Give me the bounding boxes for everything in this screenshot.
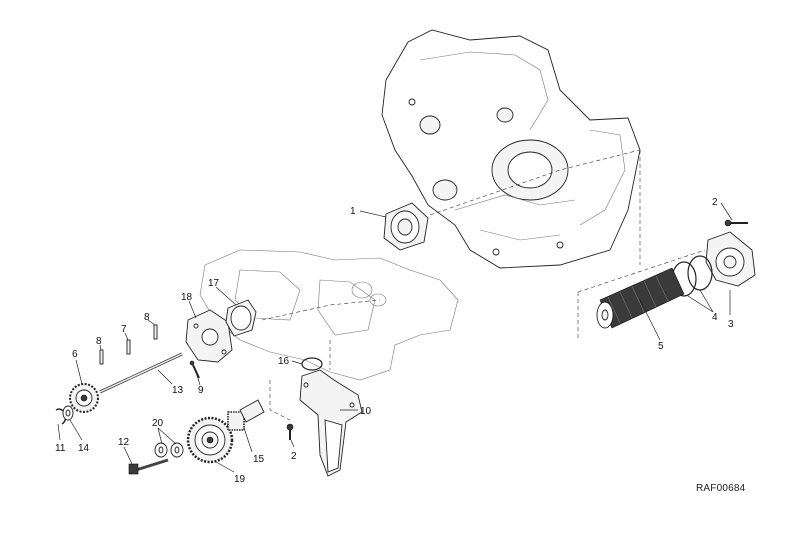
callout-11: 11 (55, 443, 66, 454)
callout-labels: 1 2 2 3 4 5 6 7 8 8 9 10 11 12 13 14 15 … (55, 197, 734, 485)
callout-12: 12 (118, 437, 130, 448)
washer-14 (62, 405, 74, 421)
gear-19 (186, 416, 234, 464)
pump-shaft-13 (99, 352, 183, 394)
gear-6 (69, 383, 99, 413)
pump-rotor-17 (225, 299, 257, 337)
bolt-2-top (724, 219, 748, 227)
oil-pickup-10 (299, 369, 363, 477)
callout-13: 13 (172, 385, 184, 396)
callout-20: 20 (152, 418, 164, 429)
callout-2-top: 2 (712, 197, 718, 208)
callout-2-bottom: 2 (291, 451, 297, 462)
pinion-15 (227, 399, 265, 431)
filter-cover-3 (705, 231, 756, 287)
callout-18: 18 (181, 292, 193, 303)
bolt-12 (128, 458, 169, 475)
callout-19: 19 (234, 474, 246, 485)
o-ring-16 (301, 357, 323, 371)
oil-filter-5 (596, 267, 685, 329)
callout-15: 15 (253, 454, 265, 465)
callout-17: 17 (208, 278, 220, 289)
pump-cover-18 (185, 309, 233, 363)
callout-16: 16 (278, 356, 290, 367)
callout-6: 6 (72, 349, 78, 360)
callout-5: 5 (658, 341, 664, 352)
bolt-2-bottom (286, 423, 294, 440)
assembly-guides (261, 149, 706, 421)
washers-20 (154, 442, 184, 458)
pump-housing-1 (383, 202, 429, 251)
callout-9: 9 (198, 385, 204, 396)
callout-8-left: 8 (96, 336, 102, 347)
bolt-9 (189, 360, 200, 379)
leader-lines (57, 202, 733, 473)
crankcase-half-main (381, 29, 641, 269)
dowel-pins-7-8 (99, 324, 158, 365)
crankcase-half-rear (199, 249, 459, 381)
callout-7: 7 (121, 324, 127, 335)
callout-4: 4 (712, 312, 718, 323)
callout-1: 1 (350, 206, 356, 217)
callout-3: 3 (728, 319, 734, 330)
reference-code: RAF00684 (696, 483, 746, 494)
callout-8-right: 8 (144, 312, 150, 323)
callout-10: 10 (360, 406, 372, 417)
callout-14: 14 (78, 443, 90, 454)
